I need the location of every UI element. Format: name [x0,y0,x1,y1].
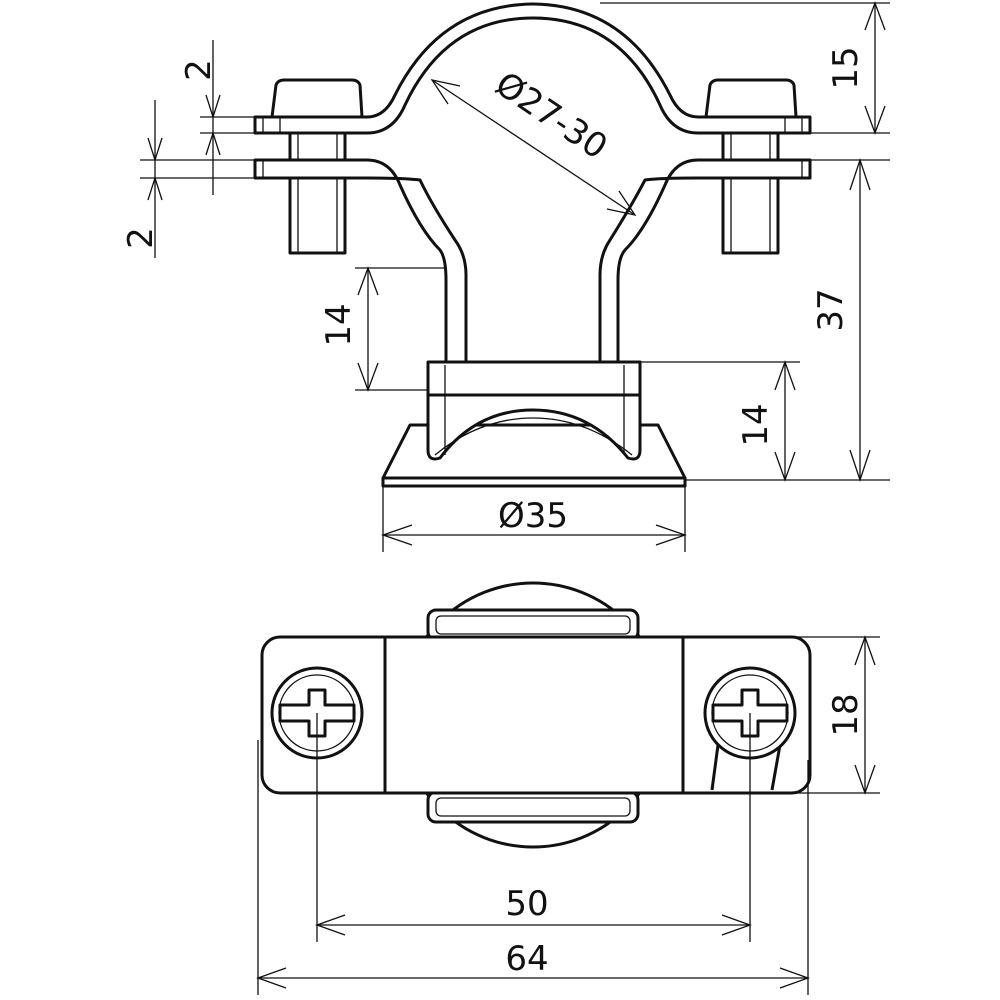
dim-label-bottom-plate: 2 [121,227,161,249]
left-bolt-shaft [288,131,347,255]
base-block [426,360,642,461]
left-bolt-head [270,78,364,119]
right-bolt-head [704,78,798,119]
dim-label-clamp-diameter: Ø27-30 [488,64,614,167]
dim-label-hole-spacing: 50 [505,884,548,924]
dim-label-top-height: 15 [826,46,866,89]
dim-label-strip-width: 18 [826,693,866,736]
dim-label-base-height: 14 [736,403,776,446]
side-dimensions [140,1,890,552]
dim-label-overall-height: 37 [811,288,851,331]
base-bottom [381,476,687,488]
dim-label-strap-height: 14 [319,303,359,346]
lower-clamp-strap [253,158,468,364]
top-view [260,581,812,849]
dim-label-top-plate: 2 [179,59,219,81]
top-dimensions [256,635,880,995]
clamp-strip [260,635,812,795]
dim-label-overall-length: 64 [505,939,548,979]
side-view [253,2,812,488]
dim-label-base-diameter: Ø35 [498,496,568,536]
